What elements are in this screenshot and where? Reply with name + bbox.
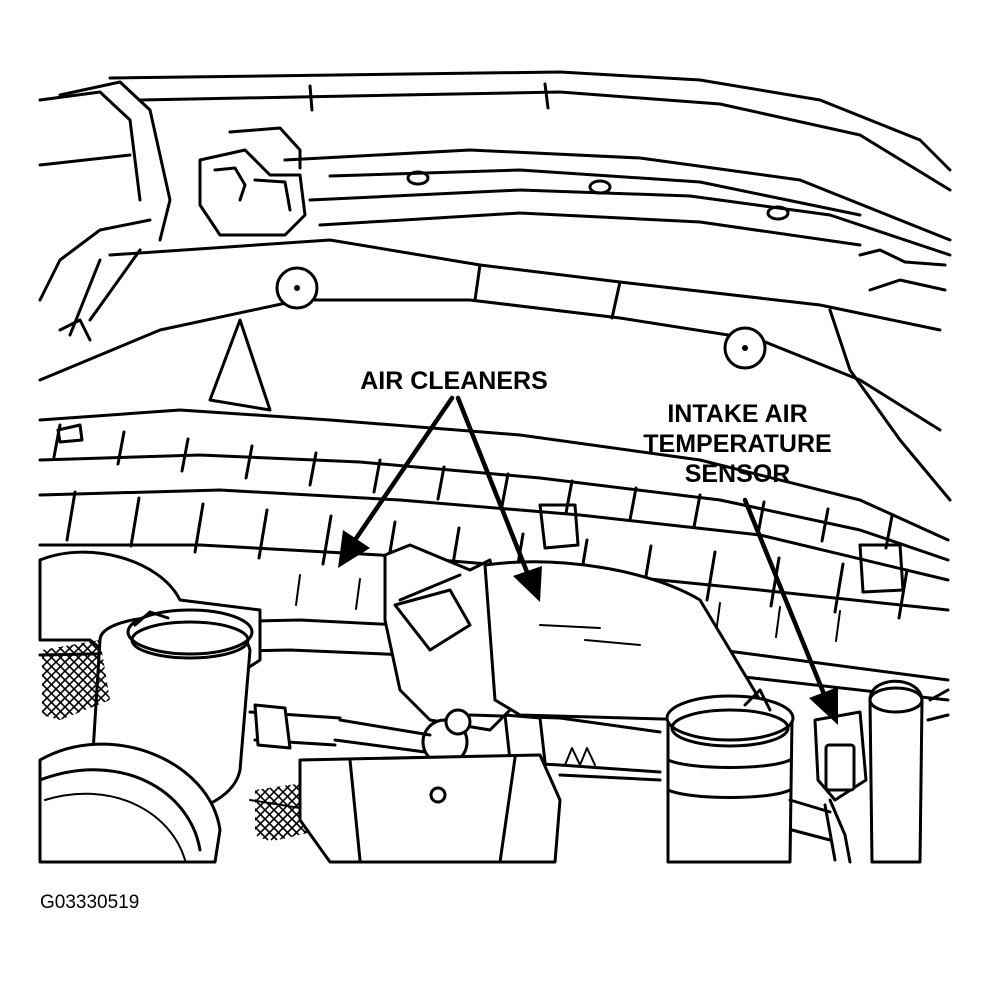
lower-plenum <box>298 753 562 864</box>
iat-label-line-1: INTAKE AIR <box>667 400 808 428</box>
iat-label-line-2: TEMPERATURE <box>643 430 832 458</box>
upper-panel <box>38 238 952 502</box>
hood-bracket <box>198 148 307 237</box>
panel-bolts <box>275 266 767 370</box>
right-intake-tube <box>665 688 795 864</box>
cowl-strip <box>308 170 952 257</box>
air-cleaners-leader-arrows <box>338 395 542 602</box>
right-hose <box>868 679 950 864</box>
intake-air-temperature-sensor-label: INTAKE AIR TEMPERATURE SENSOR <box>620 399 855 489</box>
air-cleaners-label: AIR CLEANERS <box>360 367 548 395</box>
iat-sensor <box>813 710 868 864</box>
iat-sensor-leader-arrow <box>742 497 838 725</box>
lower-frame <box>249 773 832 842</box>
figure-id: G03330519 <box>40 892 140 913</box>
center-fitting <box>248 703 662 774</box>
left-intake-tube <box>38 550 262 864</box>
center-coupler <box>383 543 762 732</box>
iat-label-line-3: SENSOR <box>684 460 791 488</box>
